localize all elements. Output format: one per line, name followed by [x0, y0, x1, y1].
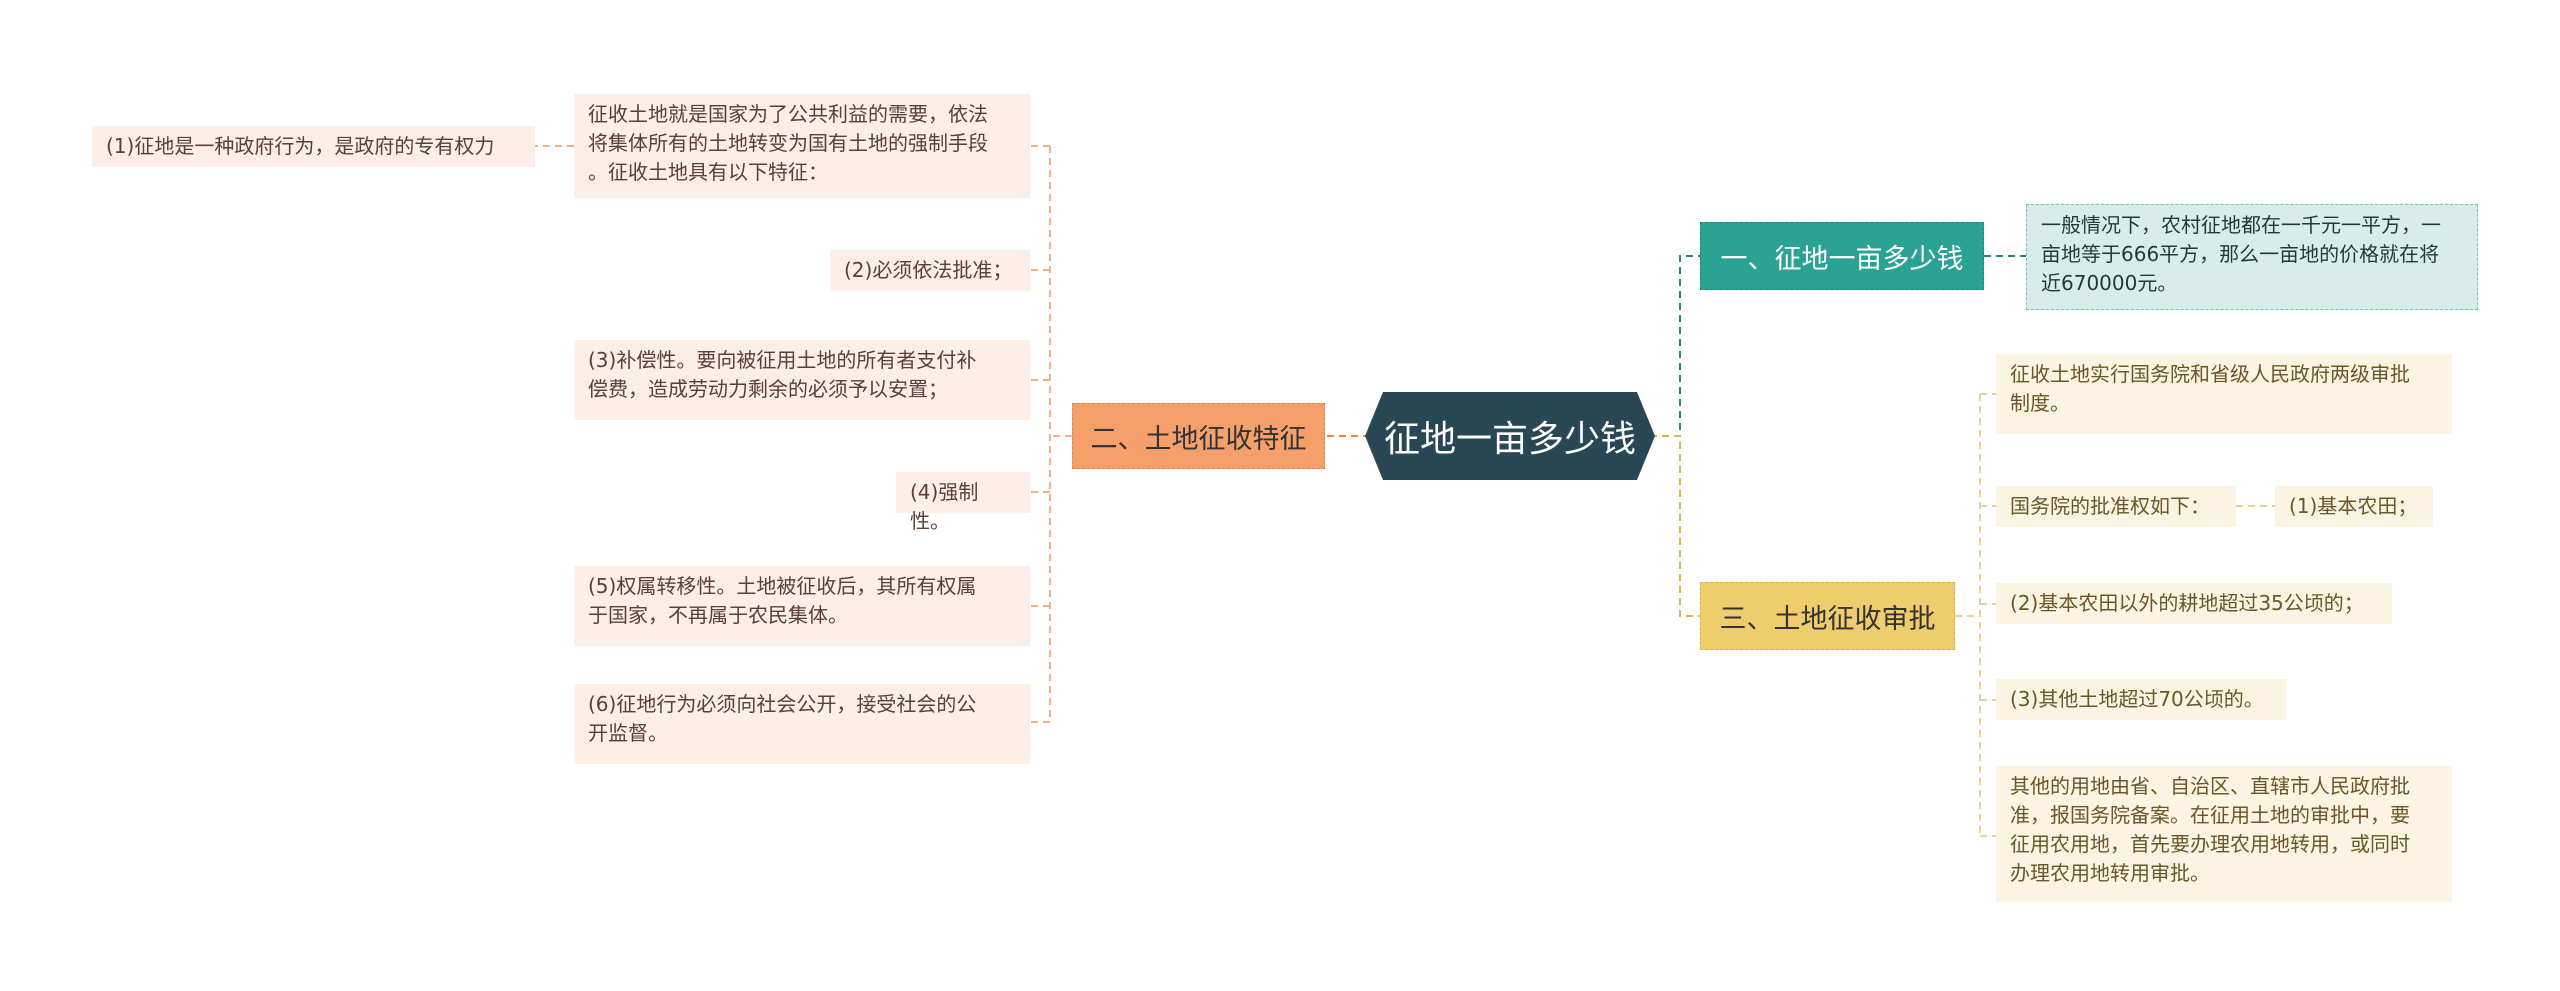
leaf-must-be-approved[interactable]: (2)必须依法批准； — [830, 250, 1030, 291]
root-topic[interactable]: 征地一亩多少钱 — [1365, 392, 1655, 480]
leaf-two-level-approval[interactable]: 征收土地实行国务院和省级人民政府两级审批 制度。 — [1996, 354, 2452, 434]
leaf-provincial-approval[interactable]: 其他的用地由省、自治区、直辖市人民政府批 准，报国务院备案。在征用土地的审批中，… — [1996, 766, 2452, 902]
link-left-spine — [1049, 146, 1072, 722]
branch-label: 三、土地征收审批 — [1719, 603, 1936, 635]
branch-land-expropriation-features[interactable]: 二、土地征收特征 — [1072, 403, 1325, 469]
leaf-government-act[interactable]: (1)征地是一种政府行为，是政府的专有权力 — [92, 126, 535, 167]
branch-label: 一、征地一亩多少钱 — [1720, 243, 1964, 275]
leaf-compulsory[interactable]: (4)强制性。 — [896, 472, 1030, 533]
leaf-cultivated-over-35[interactable]: (2)基本农田以外的耕地超过35公顷的； — [1996, 583, 2392, 624]
leaf-basic-farmland[interactable]: (1)基本农田； — [2275, 486, 2433, 527]
root-label: 征地一亩多少钱 — [1383, 419, 1636, 460]
leaf-state-council-authority[interactable]: 国务院的批准权如下： — [1996, 486, 2236, 527]
branch-price-per-mu[interactable]: 一、征地一亩多少钱 — [1700, 222, 1984, 290]
leaf-ownership-transfer[interactable]: (5)权属转移性。土地被征收后，其所有权属 于国家，不再属于农民集体。 — [574, 566, 1030, 646]
leaf-definition[interactable]: 征收土地就是国家为了公共利益的需要，依法 将集体所有的土地转变为国有土地的强制手… — [574, 94, 1030, 198]
link-root-right3 — [1650, 435, 1700, 617]
branch-approval[interactable]: 三、土地征收审批 — [1700, 582, 1955, 650]
root-hexagon-shape — [1365, 392, 1655, 480]
link-root-right1 — [1650, 255, 1700, 437]
branch-label: 二、土地征收特征 — [1090, 423, 1307, 455]
leaf-compensation[interactable]: (3)补偿性。要向被征用土地的所有者支付补 偿费，造成劳动力剩余的必须予以安置； — [574, 340, 1030, 420]
leaf-other-over-70[interactable]: (3)其他土地超过70公顷的。 — [1996, 679, 2286, 720]
leaf-public-disclosure[interactable]: (6)征地行为必须向社会公开，接受社会的公 开监督。 — [574, 684, 1030, 764]
leaf-price-explanation[interactable]: 一般情况下，农村征地都在一千元一平方，一 亩地等于666平方，那么一亩地的价格就… — [2026, 204, 2478, 310]
